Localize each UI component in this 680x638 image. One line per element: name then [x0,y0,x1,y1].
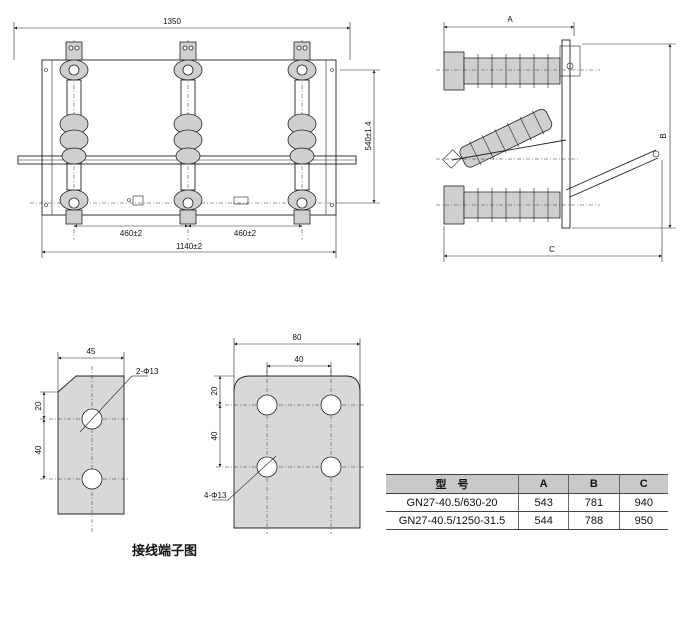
dim-quad-spacing-h: 40 [295,355,304,364]
terminal-hole [320,456,342,478]
dim-frame-width: 1140±2 [176,242,203,251]
terminal-plate-quad [233,375,361,529]
cell-c: 940 [619,493,668,512]
cell-c: 950 [619,511,668,530]
pole-left [59,40,89,240]
dim-single-top: 20 [34,401,43,410]
cell-b: 781 [568,493,620,512]
cell-b: 788 [568,511,620,530]
terminal-single: 45 20 40 2-Φ13 [34,347,159,532]
terminal-plate-single [57,375,125,515]
side-view: A B C [436,15,676,262]
dim-overall-width: 1350 [163,17,181,26]
table-row: GN27-40.5/1250-31.5 544 788 950 [386,511,668,530]
table-row: GN27-40.5/630-20 543 781 940 [386,493,668,512]
front-view: 1350 [13,17,380,258]
terminal-quad: 80 40 20 40 4-Φ13 [204,333,366,534]
terminal-hole [256,456,278,478]
pole-middle [173,40,203,240]
dim-pole-pitch-right: 460±2 [234,229,257,238]
header-model: 型 号 [386,474,519,494]
dim-single-width: 45 [87,347,96,356]
terminal-hole [256,394,278,416]
spec-table: 型 号 A B C GN27-40.5/630-20 543 781 940 G… [386,474,668,530]
header-c: C [619,474,668,494]
dim-quad-top: 20 [210,386,219,395]
dim-height: 540±1.4 [364,121,373,150]
cell-a: 544 [518,511,570,530]
table-header-row: 型 号 A B C [386,474,668,494]
pole-right [287,40,317,240]
cell-a: 543 [518,493,570,512]
dim-quad-width: 80 [293,333,302,342]
terminal-diagram-caption: 接线端子图 [132,544,198,559]
cell-model: GN27-40.5/1250-31.5 [386,511,519,530]
dim-quad-hole-spec: 4-Φ13 [204,491,227,500]
dim-b: B [659,133,668,138]
header-b: B [568,474,620,494]
terminal-hole [81,468,103,490]
dim-single-hole-spec: 2-Φ13 [136,367,159,376]
dim-quad-spacing-v: 40 [210,431,219,440]
terminal-hole [320,394,342,416]
dim-c: C [549,245,555,254]
header-a: A [518,474,570,494]
dim-a: A [507,15,513,24]
dim-pole-pitch-left: 460±2 [120,229,143,238]
dim-single-spacing: 40 [34,445,43,454]
cell-model: GN27-40.5/630-20 [386,493,519,512]
